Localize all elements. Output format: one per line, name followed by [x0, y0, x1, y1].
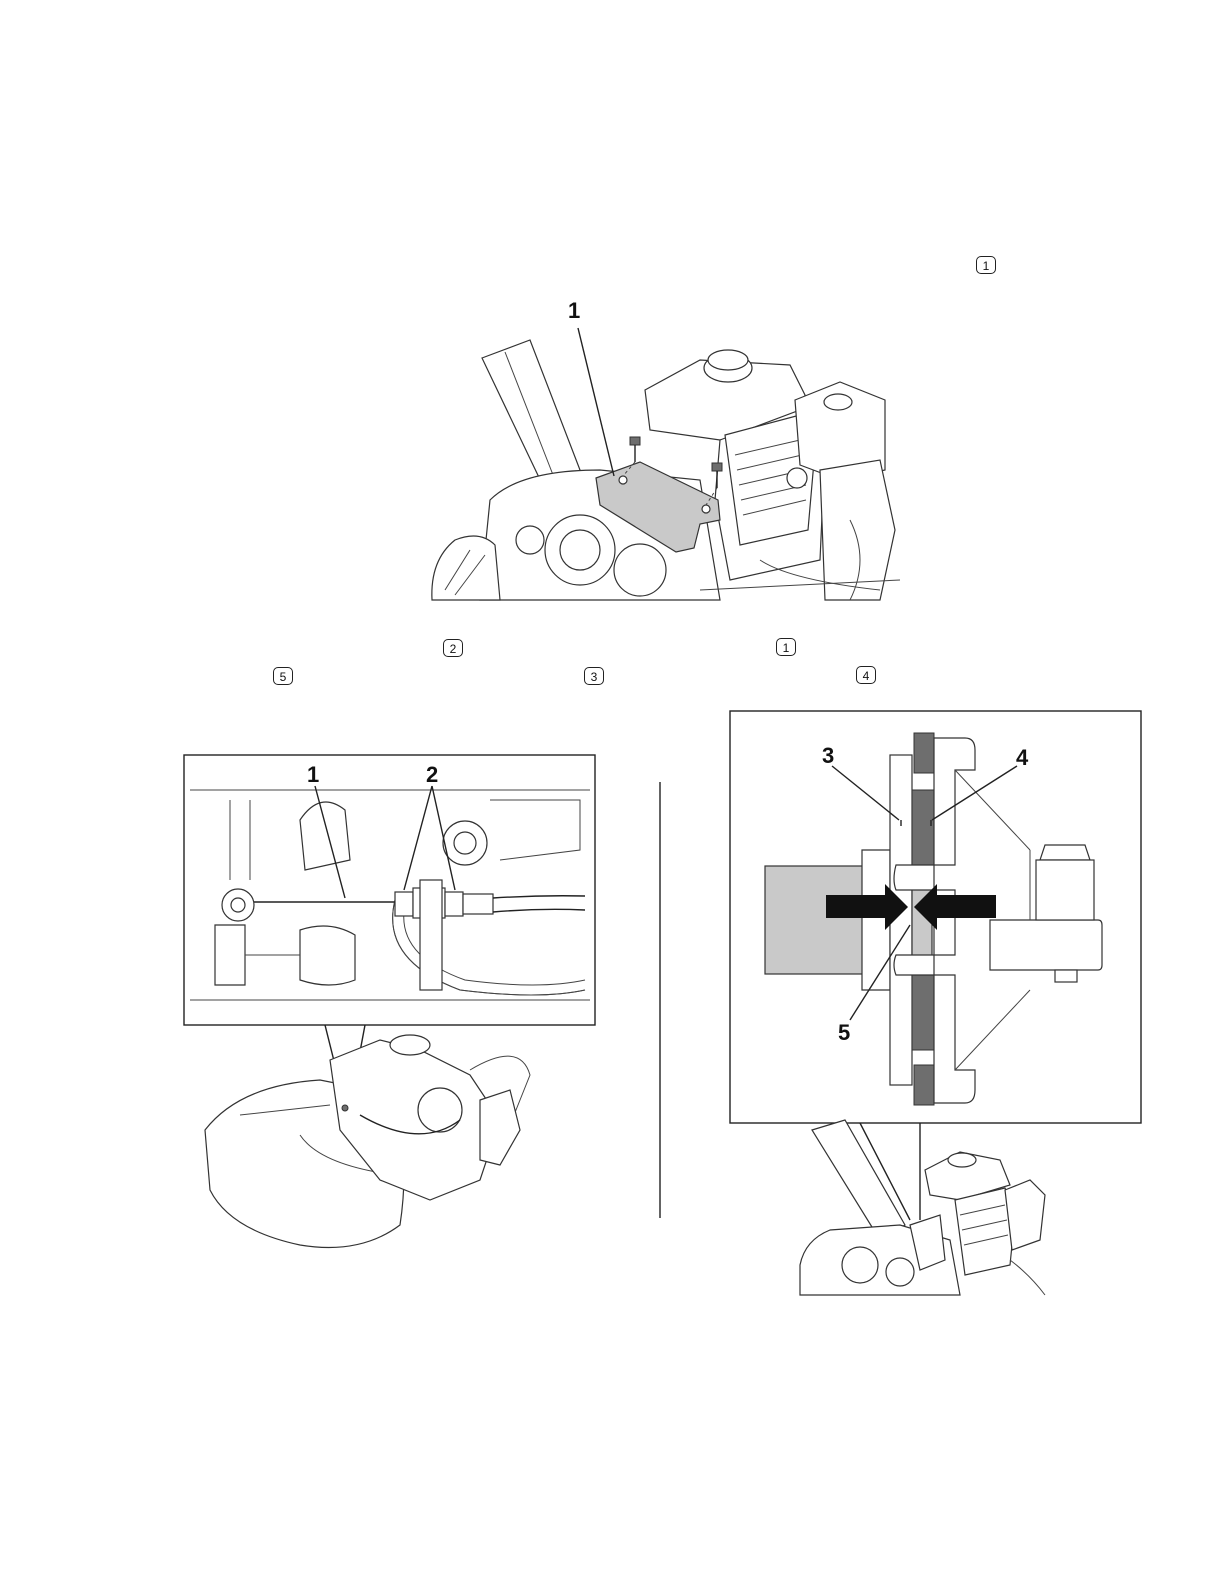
- callout-right-gap: 4: [1016, 747, 1028, 769]
- callout-center-gap: 5: [838, 1022, 850, 1044]
- callout-left-gap: 3: [822, 745, 834, 767]
- clutch-gap-illustration: [0, 0, 1224, 1310]
